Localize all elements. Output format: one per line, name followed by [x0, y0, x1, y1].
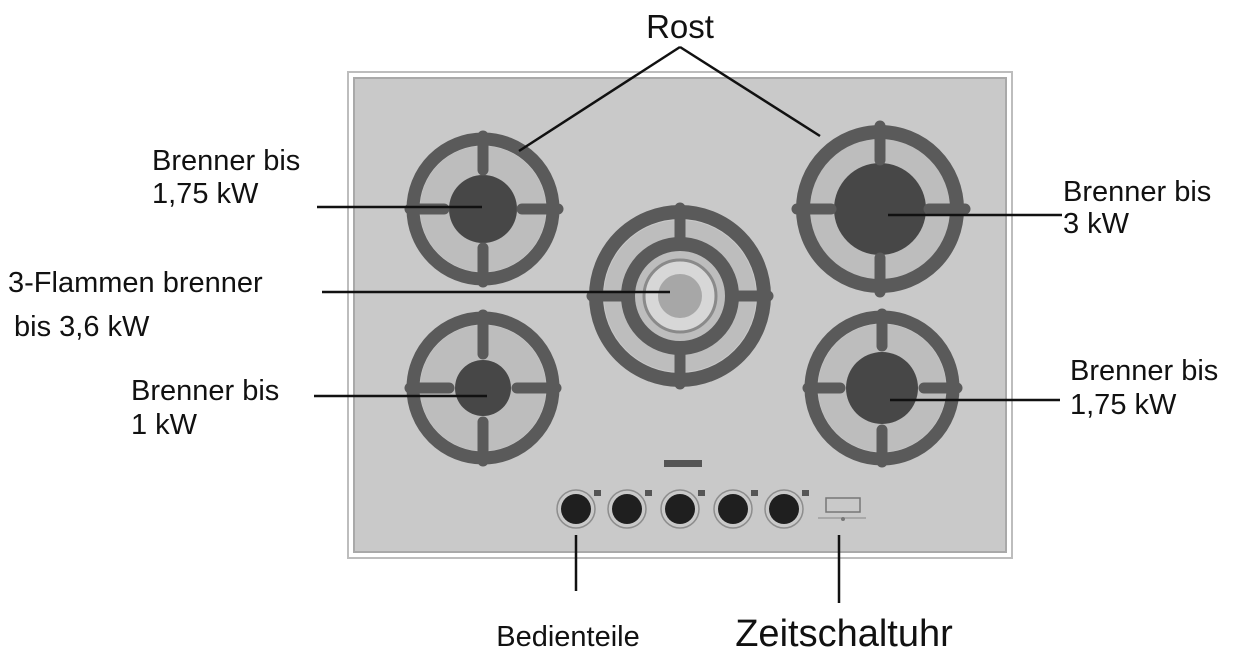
burner-bottom-left: [404, 309, 562, 467]
label-burner-center-line1: 3-Flammen brenner: [8, 267, 263, 299]
burner-bottom-right: [802, 308, 963, 468]
label-timer: Zeitschaltuhr: [735, 613, 953, 651]
burner-top-left: [404, 130, 564, 288]
label-burner-bottom-left-line2: 1 kW: [131, 409, 198, 441]
leader-grate-left: [518, 45, 681, 153]
label-controls: Bedienteile: [496, 621, 640, 651]
label-burner-bottom-left-line1: Brenner bis: [131, 375, 279, 407]
burner-top-right: [791, 120, 971, 298]
label-burner-top-right-line2: 3 kW: [1063, 208, 1130, 240]
knob-3: [660, 489, 705, 529]
label-grate: Rost: [646, 8, 714, 45]
timer-display: [818, 497, 866, 521]
label-burner-bottom-right-line1: Brenner bis: [1070, 355, 1218, 387]
leader-grate-right: [679, 45, 821, 138]
knob-5: [764, 489, 809, 529]
label-burner-top-left-line2: 1,75 kW: [152, 178, 259, 210]
brand-plate: [664, 460, 702, 467]
label-burner-top-left-line1: Brenner bis: [152, 145, 300, 177]
label-burner-top-right-line1: Brenner bis: [1063, 176, 1211, 208]
label-burner-bottom-right-line2: 1,75 kW: [1070, 389, 1177, 421]
knob-2: [607, 489, 652, 529]
knob-4: [713, 489, 758, 529]
burner-center: [586, 202, 774, 390]
control-knobs: [556, 489, 809, 529]
label-burner-center-line2: bis 3,6 kW: [14, 311, 150, 343]
knob-1: [556, 489, 601, 529]
